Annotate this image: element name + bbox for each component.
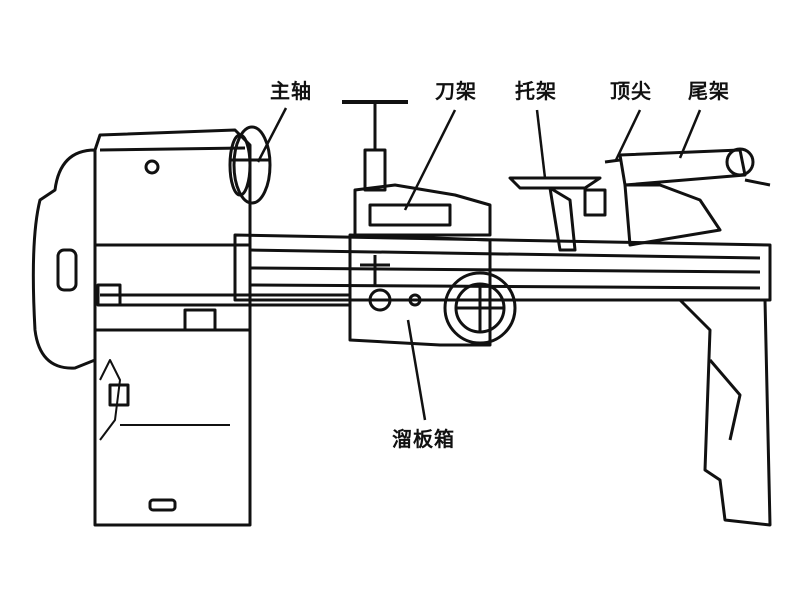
- label-tailstock: 尾架: [688, 79, 730, 103]
- motor-guard: [31, 148, 97, 370]
- label-bracket: 托架: [515, 79, 557, 103]
- right-legs: [678, 298, 772, 527]
- tailstock: [604, 147, 771, 247]
- tool-post: [342, 100, 408, 192]
- lathe-bed: [96, 233, 772, 332]
- label-center: 顶尖: [610, 79, 652, 103]
- spindle-pulley: [228, 125, 272, 205]
- label-spindle: 主轴: [270, 79, 312, 103]
- label-tool-rest: 刀架: [435, 79, 477, 103]
- apron-carriage: [348, 183, 517, 347]
- label-apron: 溜板箱: [392, 427, 455, 451]
- headstock-cabinet: [93, 128, 252, 527]
- tool-rest-bracket: [508, 176, 607, 252]
- leader-lines: [256, 107, 702, 421]
